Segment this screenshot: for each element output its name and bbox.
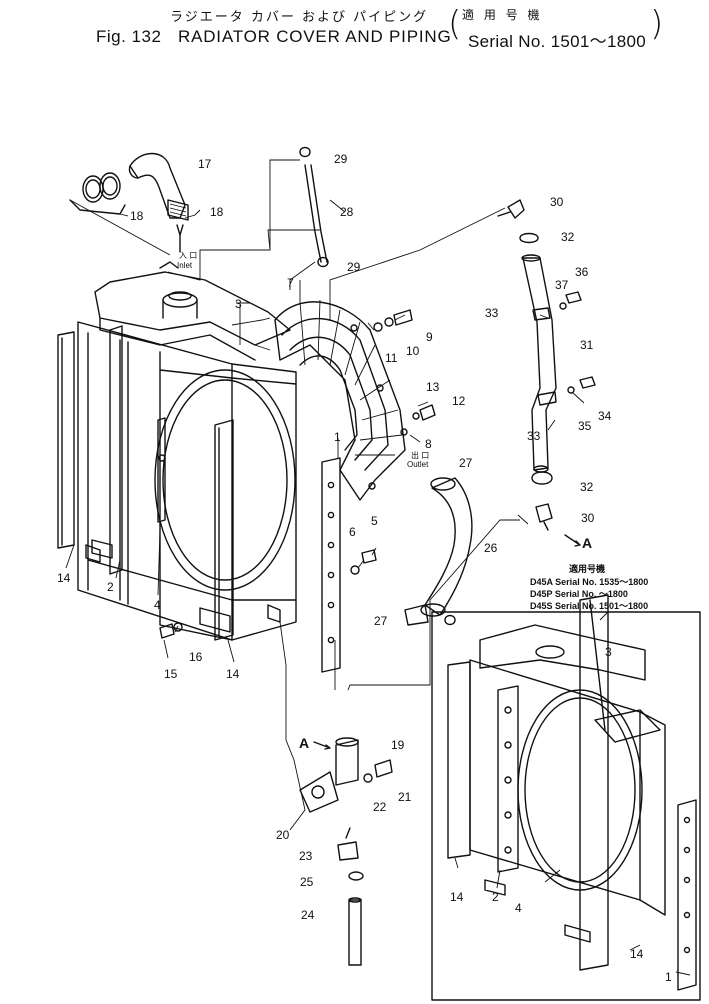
callout-14b: 14 [226, 667, 240, 681]
radiator-assembly [57, 261, 341, 673]
inset-view [431, 594, 701, 1001]
callout-6: 6 [349, 525, 356, 539]
callout-4b: 4 [515, 901, 522, 915]
serial-range: Serial No. 1501～1800 [468, 32, 647, 51]
bypass-pipe [497, 199, 596, 531]
callout-8: 8 [425, 437, 432, 451]
callout-24: 24 [301, 908, 315, 922]
callout-27b: 27 [374, 614, 388, 628]
applicability-row-1: D45A Serial No. 1535～1800 [530, 577, 648, 587]
callout-12: 12 [452, 394, 466, 408]
callout-33b: 33 [527, 429, 541, 443]
text-labels: 入 口 Inlet 出 口 Outlet A A 適用号機 D45A Seria… [57, 152, 672, 984]
callout-18b: 18 [210, 205, 224, 219]
callout-25: 25 [300, 875, 314, 889]
callout-30a: 30 [550, 195, 564, 209]
callout-15: 15 [164, 667, 178, 681]
callout-29b: 29 [347, 260, 361, 274]
callout-16: 16 [189, 650, 203, 664]
callout-2b: 2 [492, 890, 499, 904]
callout-14c: 14 [450, 890, 464, 904]
inlet-label: Inlet [177, 261, 193, 270]
applicability-row-3: D45S Serial No. 1501～1800 [530, 601, 648, 611]
callout-7: 7 [287, 276, 294, 290]
callout-28: 28 [340, 205, 354, 219]
figure-number: Fig. 132 [96, 27, 162, 46]
callout-10: 10 [406, 344, 420, 358]
callout-22: 22 [373, 800, 387, 814]
callout-32a: 32 [561, 230, 575, 244]
callout-17: 17 [198, 157, 212, 171]
callout-9: 9 [426, 330, 433, 344]
callout-14d: 14 [630, 947, 644, 961]
callout-21: 21 [398, 790, 412, 804]
lower-hose [404, 477, 473, 626]
callout-3: 3 [235, 297, 242, 311]
callout-18a: 18 [130, 209, 144, 223]
callout-23: 23 [299, 849, 313, 863]
callout-36: 36 [575, 265, 589, 279]
callout-30b: 30 [581, 511, 595, 525]
callout-19: 19 [391, 738, 405, 752]
callout-27a: 27 [459, 456, 473, 470]
callout-29a: 29 [334, 152, 348, 166]
japanese-title: ラジエータ カバー および パイピング [170, 10, 429, 25]
callout-1: 1 [334, 430, 341, 444]
right-paren: ) [650, 4, 664, 44]
callout-35: 35 [578, 419, 592, 433]
overflow-tube [299, 146, 329, 268]
upper-hose [69, 152, 189, 256]
callout-31: 31 [580, 338, 594, 352]
outlet-label: Outlet [407, 460, 429, 469]
callout-11: 11 [385, 351, 398, 365]
view-a-top: A [299, 735, 309, 751]
fasteners [159, 309, 436, 966]
callout-20: 20 [276, 828, 290, 842]
callout-1b: 1 [665, 970, 672, 984]
fan-guard [274, 299, 408, 501]
applicability-jp: 適 用 号 機 [462, 8, 543, 22]
callout-14a: 14 [57, 571, 71, 585]
callout-4: 4 [154, 598, 161, 612]
applicability-row-2: D45P Serial No. ～1800 [530, 589, 628, 599]
leader-lines [65, 159, 585, 831]
left-paren: ( [448, 4, 462, 44]
callout-37: 37 [555, 278, 569, 292]
callout-33a: 33 [485, 306, 499, 320]
callout-34: 34 [598, 409, 612, 423]
inlet-jp-label: 入 口 [179, 251, 197, 260]
callout-2: 2 [107, 580, 114, 594]
outlet-jp-label: 出 口 [411, 450, 429, 460]
callout-26: 26 [484, 541, 498, 555]
figure-title: RADIATOR COVER AND PIPING [178, 27, 452, 46]
callout-13: 13 [426, 380, 440, 394]
callout-5: 5 [371, 514, 378, 528]
applicability-heading: 適用号機 [569, 563, 605, 574]
callout-3b: 3 [605, 645, 612, 659]
callout-32b: 32 [580, 480, 594, 494]
view-a-bottom: A [582, 535, 592, 551]
